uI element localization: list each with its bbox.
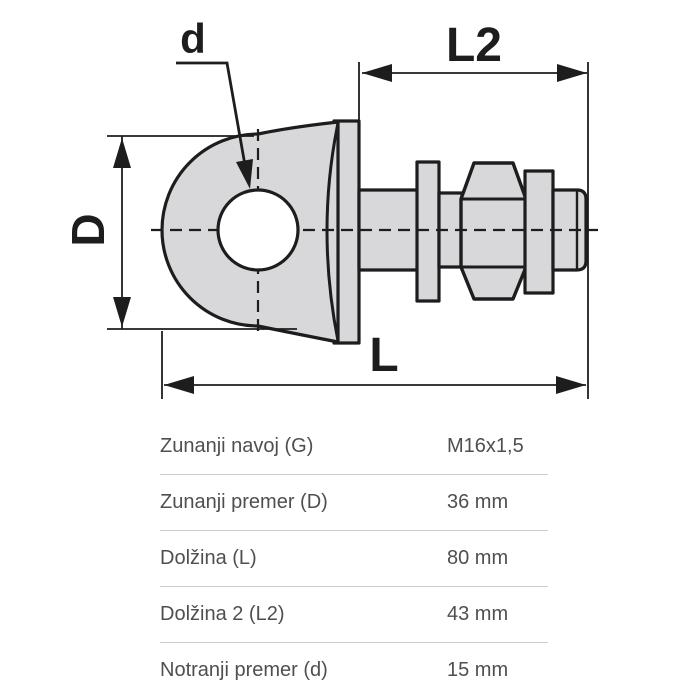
spec-row-length: Dolžina (L) 80 mm: [160, 531, 548, 587]
spec-value: 43 mm: [447, 603, 509, 625]
dim-D-arrow-up-icon: [113, 138, 131, 168]
spec-value: 36 mm: [447, 491, 509, 513]
dim-d-label: d: [180, 15, 206, 62]
spec-row-outer-diameter: Zunanji premer (D) 36 mm: [160, 475, 548, 531]
spec-row-thread: Zunanji navoj (G) M16x1,5: [160, 419, 548, 475]
dim-L2-label: L2: [446, 19, 502, 72]
dim-d-leader-line: [176, 61, 248, 172]
dim-L2-arrow-left-icon: [362, 64, 392, 82]
spec-label: Notranji premer (d): [160, 659, 328, 681]
spec-label: Dolžina (L): [160, 547, 257, 569]
spec-row-inner-diameter: Notranji premer (d) 15 mm: [160, 643, 548, 698]
washer-right: [523, 169, 555, 295]
dim-L-arrow-right-icon: [556, 376, 586, 394]
technical-diagram: D d L2 L: [62, 15, 598, 399]
dim-L2-arrow-right-icon: [557, 64, 587, 82]
dim-L-label: L: [369, 329, 398, 382]
dim-D-label: D: [62, 213, 114, 246]
spec-label: Dolžina 2 (L2): [160, 603, 285, 625]
dim-D-arrow-down-icon: [113, 297, 131, 327]
spec-table: Zunanji navoj (G) M16x1,5 Zunanji premer…: [160, 419, 548, 698]
spec-value: 15 mm: [447, 659, 509, 681]
washer-left: [415, 160, 441, 303]
pivot-hole: [216, 188, 300, 272]
spec-row-length2: Dolžina 2 (L2) 43 mm: [160, 587, 548, 643]
dim-d-arrowhead-icon: [236, 159, 253, 189]
dim-L-arrow-left-icon: [164, 376, 194, 394]
spec-label: Zunanji navoj (G): [160, 435, 314, 457]
spec-value: M16x1,5: [447, 435, 524, 457]
spec-label: Zunanji premer (D): [160, 491, 328, 513]
spec-value: 80 mm: [447, 547, 509, 569]
